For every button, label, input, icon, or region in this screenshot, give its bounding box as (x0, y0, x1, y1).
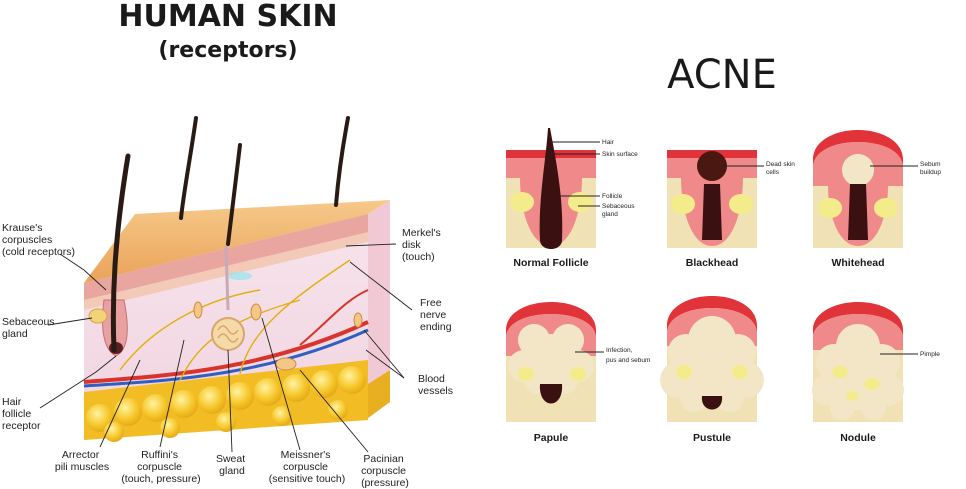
label-ruffini: Ruffini's corpuscle (touch, pressure) (121, 449, 200, 485)
label-free-nerve: Free nerve ending (420, 297, 452, 333)
skin-title-group: HUMAN SKIN (receptors) (118, 0, 337, 63)
svg-text:Pimple: Pimple (920, 351, 940, 358)
caption-normal: Normal Follicle (513, 257, 588, 269)
svg-text:pus and sebum: pus and sebum (606, 357, 650, 364)
caption-blackhead: Blackhead (686, 257, 739, 269)
acne-panel-pustule: Pustule (660, 296, 764, 444)
skin-title: HUMAN SKIN (118, 0, 337, 34)
acne-panel-whitehead: Sebum buildup Whitehead (813, 130, 941, 269)
svg-text:Sebaceous: Sebaceous (602, 203, 635, 210)
ruffini-corpuscle-shape (193, 301, 203, 319)
svg-text:Sebum: Sebum (920, 161, 941, 168)
label-blood-vessels: Blood vessels (418, 373, 453, 397)
artery-vessel (83, 320, 369, 384)
acne-title: ACNE (667, 52, 777, 98)
acne-panel-normal: Hair Skin surface Follicle Sebaceous gla… (506, 128, 638, 269)
sebaceous-gland-shape (88, 308, 108, 324)
svg-text:Follicle: Follicle (602, 193, 623, 200)
label-meissner: Meissner's corpuscle (sensitive touch) (269, 449, 345, 485)
capillary-vessel (299, 289, 369, 346)
skin-cross-section (83, 116, 390, 442)
caption-pustule: Pustule (693, 432, 731, 444)
label-merkel: Merkel's disk (touch) (402, 227, 444, 263)
skin-surface-top (84, 200, 390, 283)
skin-block-side-fat (368, 370, 390, 418)
hair-strands (110, 116, 350, 353)
label-arrector: Arrector pili muscles (55, 449, 109, 473)
pacinian-corpuscle-shape (275, 357, 297, 371)
acne-panel-blackhead: Dead skin cells Blackhead (667, 150, 795, 269)
label-pacinian: Pacinian corpuscle (pressure) (361, 453, 409, 489)
meissner-corpuscle-shape (250, 303, 262, 321)
svg-text:gland: gland (602, 211, 618, 218)
label-krause: Krause's corpuscles (cold receptors) (2, 222, 75, 258)
svg-text:buildup: buildup (920, 169, 941, 176)
label-sebaceous: Sebaceous gland (2, 316, 57, 340)
acne-panel-papule: Infection, pus and sebum Papule (506, 302, 650, 444)
acne-panel-nodule: Pimple Nodule (812, 302, 940, 444)
caption-whitehead: Whitehead (831, 257, 884, 269)
vein-vessel (83, 328, 369, 388)
label-hair-follicle-receptor: Hair follicle receptor (2, 396, 41, 432)
corpuscle-shape-side (353, 312, 363, 328)
svg-text:cells: cells (766, 169, 780, 176)
skin-subtitle: (receptors) (158, 38, 297, 63)
skin-leader-lines (39, 243, 413, 453)
svg-text:Infection,: Infection, (606, 347, 633, 354)
label-sweat-gland: Sweat gland (216, 453, 248, 477)
svg-text:Skin surface: Skin surface (602, 151, 638, 158)
svg-text:Hair: Hair (602, 139, 615, 146)
svg-text:Dead skin: Dead skin (766, 161, 795, 168)
skin-labels: Krause's corpuscles (cold receptors) Seb… (2, 222, 453, 489)
caption-nodule: Nodule (840, 432, 876, 444)
caption-papule: Papule (534, 432, 569, 444)
skin-pore (228, 272, 252, 280)
